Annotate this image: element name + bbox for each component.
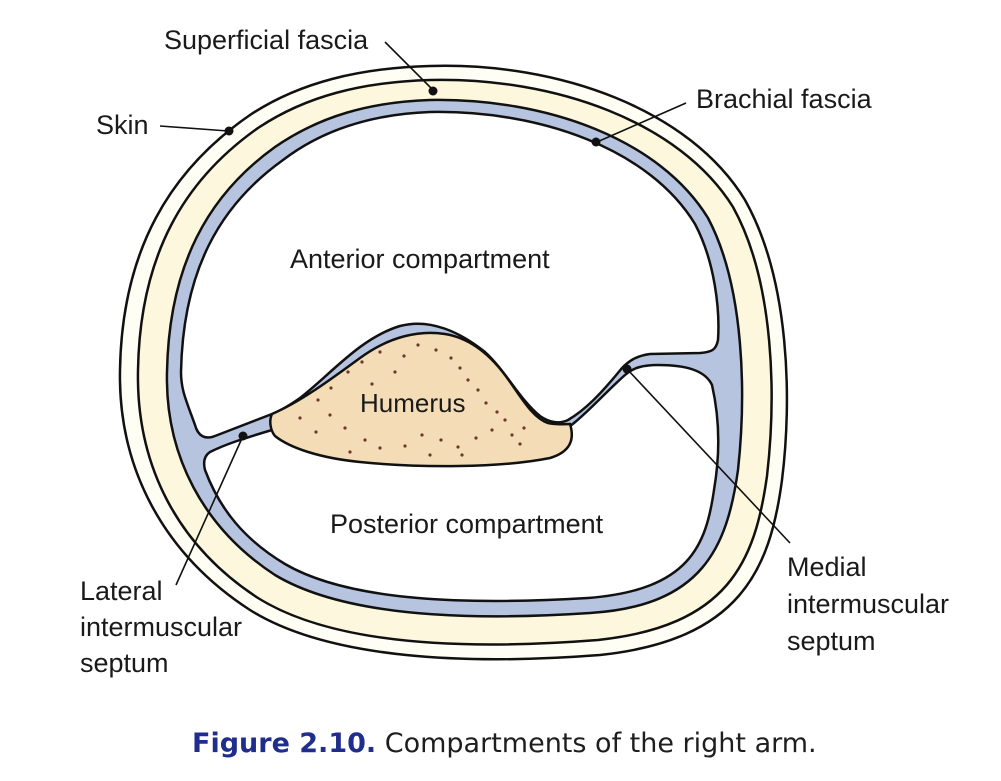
lateral-septum-pointer [238,431,248,441]
humerus-dot [403,444,407,448]
humerus-dot [363,438,367,442]
humerus-dot [329,386,333,390]
humerus-dot [456,445,460,449]
medial-septum-pointer [622,364,632,374]
label-medial-septum-line2: intermuscular [787,589,949,619]
humerus-texture-dots [298,343,526,457]
humerus-dot [476,388,480,392]
humerus-dot [393,370,397,374]
label-anterior-compartment: Anterior compartment [290,244,550,274]
label-lateral-septum-line2: intermuscular [80,612,242,642]
brachial-fascia-leader [596,102,687,143]
humerus-dot [510,433,514,437]
humerus-bone [269,331,574,468]
label-medial-septum-line1: Medial [787,552,867,582]
humerus-dot [348,450,352,454]
skin-pointer [224,126,234,136]
humerus-dot [370,382,374,386]
humerus-dot [378,446,382,450]
figure-number: Figure 2.10. [192,728,376,759]
humerus-dot [460,453,464,457]
label-superficial-fascia: Superficial fascia [164,25,369,55]
humerus-dot [434,348,438,352]
humerus-dot [484,401,488,405]
humerus-dot [378,350,382,354]
superficial-fascia-leader [384,41,434,91]
humerus-dot [420,433,424,437]
humerus-dot [503,418,507,422]
humerus-dot [449,356,453,360]
humerus-dot [428,453,432,457]
humerus-dot [346,370,350,374]
label-brachial-fascia: Brachial fascia [696,84,873,114]
superficial-fascia-pointer [428,86,438,96]
label-posterior-compartment: Posterior compartment [330,509,604,539]
skin-leader [159,125,229,132]
medial-septum-leader [626,368,791,544]
humerus-dot [466,378,470,382]
humerus-dot [458,366,462,370]
lateral-septum-leader [175,435,244,586]
humerus-dot [402,354,406,358]
figure-caption: Figure 2.10. Compartments of the right a… [192,728,817,759]
humerus-dot [314,430,318,434]
label-lateral-septum-line1: Lateral [80,576,163,606]
humerus-dot [343,426,347,430]
label-medial-septum-line3: septum [787,626,876,656]
humerus-dot [439,438,443,442]
humerus-dot [518,442,522,446]
humerus-dot [298,416,302,420]
humerus-dot [522,426,526,430]
humerus-dot [490,428,494,432]
label-lateral-septum-line3: septum [80,648,169,678]
humerus-dot [495,410,499,414]
brachial-fascia-pointer [591,137,601,147]
humerus-dot [416,343,420,347]
humerus-dot [360,360,364,364]
label-skin: Skin [96,110,149,140]
humerus-dot [328,413,332,417]
label-humerus: Humerus [360,388,465,418]
figure-caption-text: Compartments of the right arm. [376,728,816,759]
humerus-dot [316,398,320,402]
humerus-dot [474,436,478,440]
